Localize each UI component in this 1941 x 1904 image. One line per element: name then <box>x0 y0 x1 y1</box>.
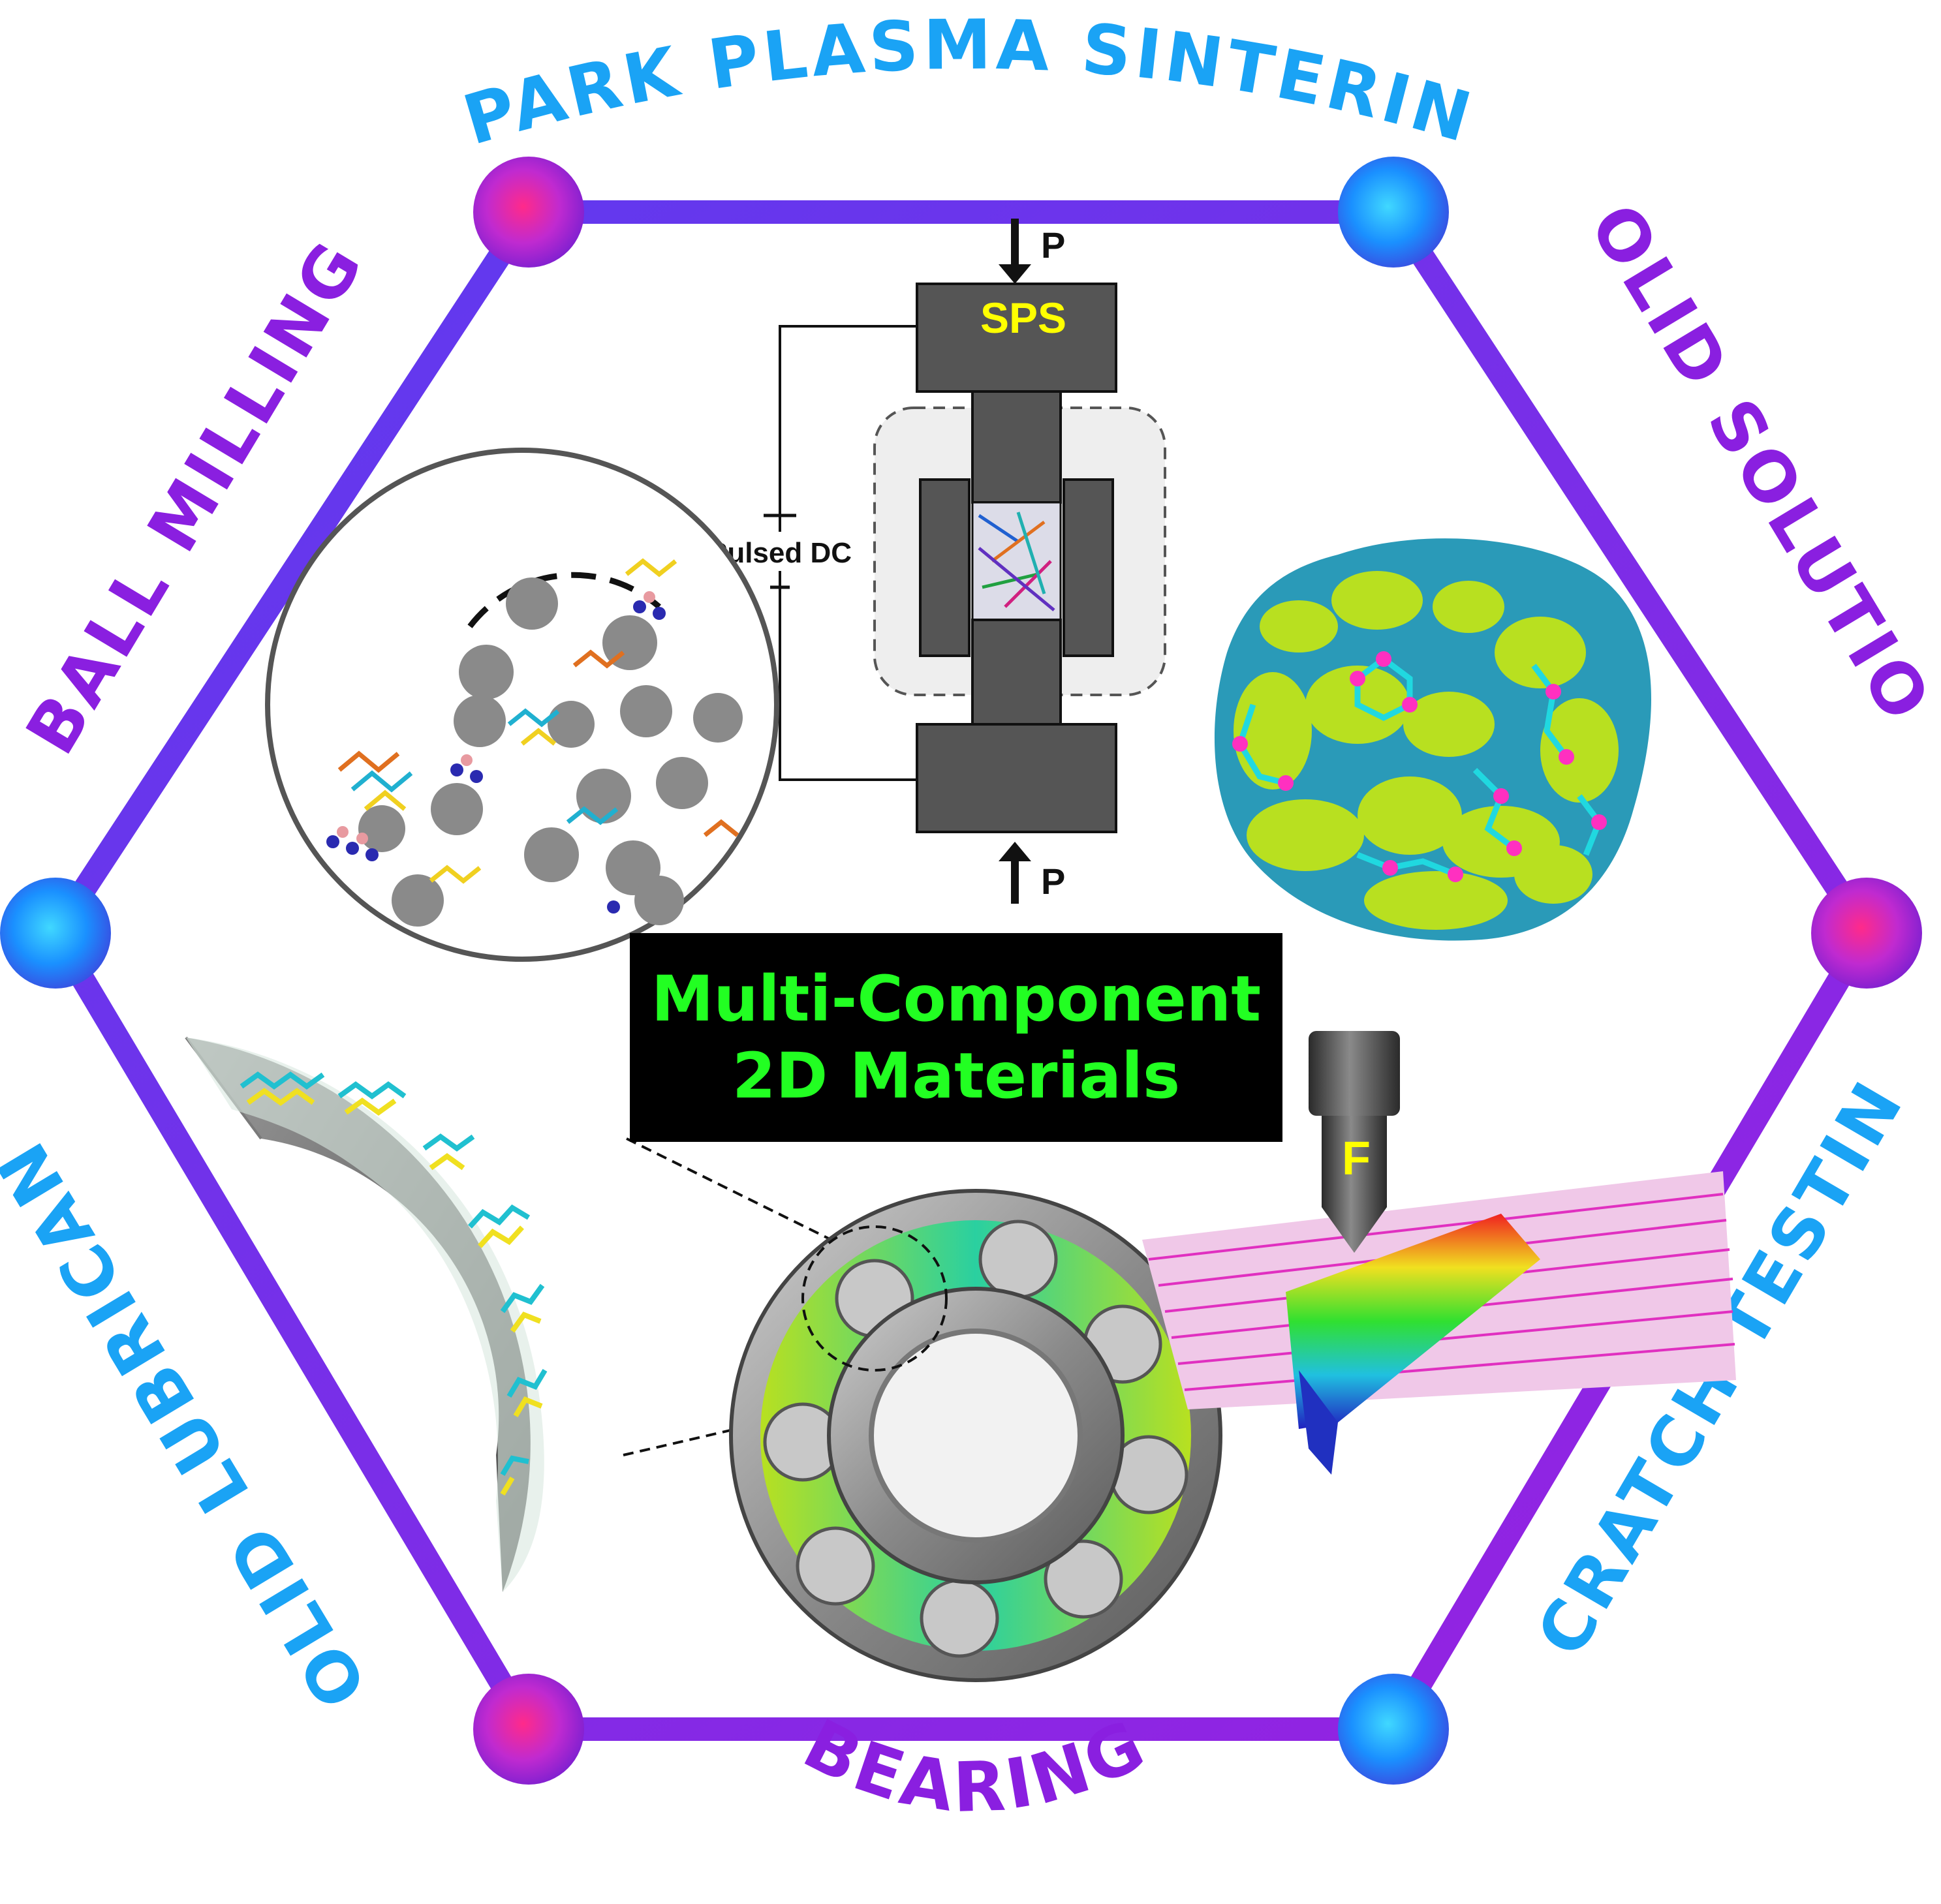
hexagon-node-right <box>1811 878 1922 989</box>
hexagon-node-left <box>0 878 111 989</box>
solid-solution-illustration <box>1214 538 1651 941</box>
pressure-label-bottom: P <box>1041 861 1065 902</box>
sps-box-label: SPS <box>980 294 1066 342</box>
pressure-label-top: P <box>1041 224 1065 266</box>
center-title-box: Multi-Component 2D Materials <box>630 933 1282 1142</box>
hexagon-node-bottom-right <box>1338 1674 1449 1785</box>
solid-lubricant-illustration <box>185 1036 548 1592</box>
scratch-testing-illustration <box>1142 1031 1736 1475</box>
sps-apparatus <box>764 219 1166 904</box>
bearing-illustration <box>729 1189 1222 1682</box>
center-title-line1: Multi-Component <box>651 962 1262 1036</box>
hexagon-node-top-right <box>1338 157 1449 268</box>
ball-milling-illustration <box>265 448 779 962</box>
force-label: F <box>1342 1133 1371 1185</box>
center-title-line2: 2D Materials <box>732 1039 1181 1113</box>
label-top: SPARK PLASMA SINTERING <box>0 0 1483 161</box>
hexagon-node-top-left <box>473 157 584 268</box>
hexagon-node-bottom-left <box>473 1674 584 1785</box>
